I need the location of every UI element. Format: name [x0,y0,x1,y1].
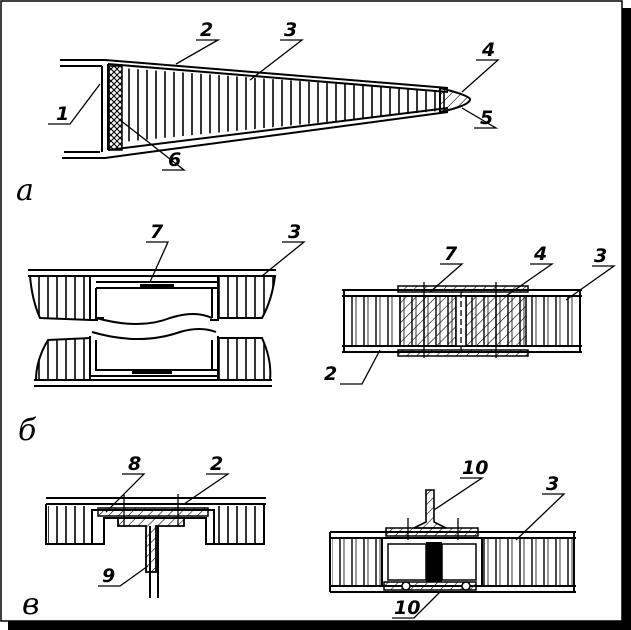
section-label-a: а [16,173,34,208]
section-b-left-panel [28,269,277,387]
callout-2-section-v-left: 2 [210,453,223,475]
callout-9-section-v-left: 9 [102,565,115,587]
section-a-profile [60,59,472,159]
section-label-b: б [18,413,37,448]
callout-10-section-v-right-bottom: 10 [394,597,420,619]
callout-6-section-a: 6 [168,149,181,171]
joint-insert-left [399,295,457,347]
callout-3-section-b-right: 3 [594,245,607,267]
section-v-left-leaders [98,473,231,587]
section-b-left-leaders [146,241,306,283]
callout-10-section-v-right-top: 10 [462,457,488,479]
callout-5-section-a: 5 [480,107,493,129]
section-v-left-fitting [45,494,266,598]
callout-3-section-a: 3 [284,19,297,41]
callout-7-section-b-right: 7 [444,243,458,265]
callout-2-section-b-right: 2 [324,363,337,385]
callout-4-section-a: 4 [481,39,495,61]
section-a-leaders [48,39,500,171]
callout-3-section-v-right: 3 [546,473,559,495]
section-b-right-leaders [340,263,617,385]
section-v-right-joint [329,489,576,593]
section-v-right-leaders [392,477,566,619]
callout-8-section-v-left: 8 [128,453,141,475]
section-label-v: в [22,587,39,622]
callout-4-section-b-right: 4 [533,243,547,265]
tip-filler-4 [439,86,472,114]
callout-3-section-b-left: 3 [288,221,301,243]
section-b-right-joint [342,282,582,358]
edge-insert-6 [108,65,123,151]
callout-1-section-a: 1 [56,103,69,125]
callout-7-section-b-left: 7 [150,221,164,243]
callout-2-section-a: 2 [200,19,213,41]
